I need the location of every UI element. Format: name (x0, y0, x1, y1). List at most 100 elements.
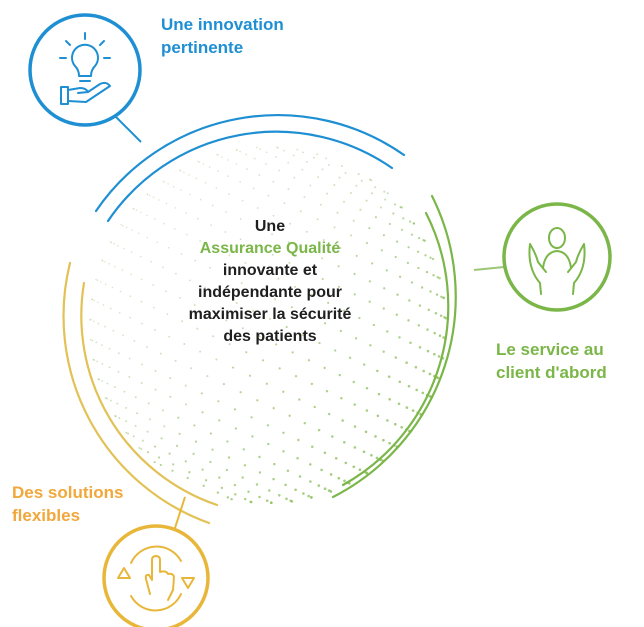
sphere-dot (304, 249, 307, 252)
sphere-dot (127, 432, 130, 435)
sphere-dot (120, 224, 122, 226)
lightbulb-hand-icon (28, 13, 142, 127)
sphere-dot (154, 445, 157, 448)
sphere-dot (225, 468, 229, 472)
sphere-dot (321, 257, 324, 260)
sphere-dot (235, 149, 238, 151)
sphere-dot (288, 414, 291, 417)
sphere-dot (309, 463, 312, 466)
sphere-dot (89, 318, 91, 321)
sphere-dot (294, 488, 297, 492)
sphere-dot (358, 316, 361, 320)
sphere-dot (374, 186, 377, 189)
sphere-dot (352, 219, 355, 222)
sphere-dot (211, 204, 214, 207)
sphere-dot (125, 420, 128, 423)
sphere-dot (349, 192, 352, 194)
sphere-dot (337, 265, 340, 268)
sphere-dot (343, 200, 345, 203)
sphere-dot (327, 489, 331, 492)
sphere-dot (169, 377, 172, 380)
sphere-dot (209, 311, 212, 314)
sphere-dot (117, 244, 119, 247)
sphere-dot (405, 406, 409, 409)
sphere-dot (421, 391, 425, 395)
sphere-dot (275, 146, 278, 149)
sphere-dot (434, 312, 438, 315)
sphere-dot (286, 469, 290, 472)
sphere-dot (141, 439, 144, 442)
sphere-dot (140, 300, 143, 303)
sphere-dot (321, 277, 324, 281)
sphere-dot (89, 338, 92, 341)
sphere-dot (253, 157, 256, 160)
sphere-dot (435, 293, 439, 296)
sphere-dot (245, 153, 247, 156)
sphere-dot (161, 409, 164, 412)
sphere-dot (307, 359, 311, 362)
sphere-dot (379, 206, 383, 209)
innovation-inner-arc (106, 130, 394, 223)
sphere-dot (150, 260, 153, 263)
sphere-dot (93, 320, 95, 323)
sphere-dot (141, 322, 143, 325)
sphere-dot (140, 382, 143, 384)
sphere-dot (424, 254, 427, 257)
sphere-dot (352, 465, 356, 469)
sphere-dot (291, 351, 294, 354)
sphere-dot (108, 366, 111, 369)
sphere-dot (130, 251, 133, 253)
sphere-dot (354, 337, 358, 340)
sphere-dot (189, 193, 191, 196)
sphere-dot (122, 224, 124, 227)
sphere-dot (130, 273, 133, 276)
sphere-dot (323, 322, 327, 325)
sphere-dot (246, 168, 248, 170)
sphere-dot (109, 307, 112, 310)
sphere-dot (353, 425, 357, 428)
sphere-dot (96, 279, 99, 282)
sphere-dot (135, 209, 138, 212)
sphere-dot (372, 323, 376, 327)
sphere-dot (297, 438, 300, 442)
sphere-dot (302, 492, 305, 495)
sphere-dot (148, 418, 151, 421)
sphere-dot (395, 313, 398, 316)
sphere-dot (108, 263, 110, 265)
sphere-dot (255, 245, 258, 248)
sphere-dot (118, 417, 121, 419)
sphere-dot (117, 352, 120, 355)
sphere-dot (416, 250, 420, 253)
sphere-dot (117, 370, 120, 373)
sphere-dot (197, 160, 199, 163)
center-statement: Une Assurance Qualité innovante et indép… (140, 216, 400, 348)
sphere-dot (165, 202, 168, 205)
solutions-label: Des solutions flexibles (12, 481, 123, 527)
center-line4: indépendante pour (198, 284, 342, 301)
sphere-dot (316, 153, 318, 156)
sphere-dot (327, 412, 331, 416)
sphere-dot (298, 398, 301, 401)
sphere-dot (410, 233, 414, 236)
sphere-dot (284, 483, 287, 487)
sphere-dot (232, 366, 235, 369)
sphere-dot (386, 419, 389, 422)
sphere-dot (365, 409, 369, 412)
sphere-dot (313, 405, 316, 409)
sphere-dot (108, 347, 111, 350)
sphere-dot (204, 182, 207, 184)
sphere-dot (243, 497, 247, 501)
sphere-dot (268, 317, 271, 321)
sphere-dot (212, 335, 215, 338)
sphere-dot (220, 486, 224, 490)
sphere-dot (272, 180, 275, 183)
sphere-dot (343, 479, 346, 483)
sphere-dot (241, 476, 244, 479)
sphere-dot (294, 375, 298, 378)
sphere-dot (414, 365, 418, 369)
sphere-dot (429, 290, 432, 293)
sphere-dot (93, 299, 95, 302)
sphere-dot (319, 203, 322, 206)
center-line1: Une (254, 218, 286, 235)
innovation-label: Une innovation pertinente (161, 13, 284, 59)
